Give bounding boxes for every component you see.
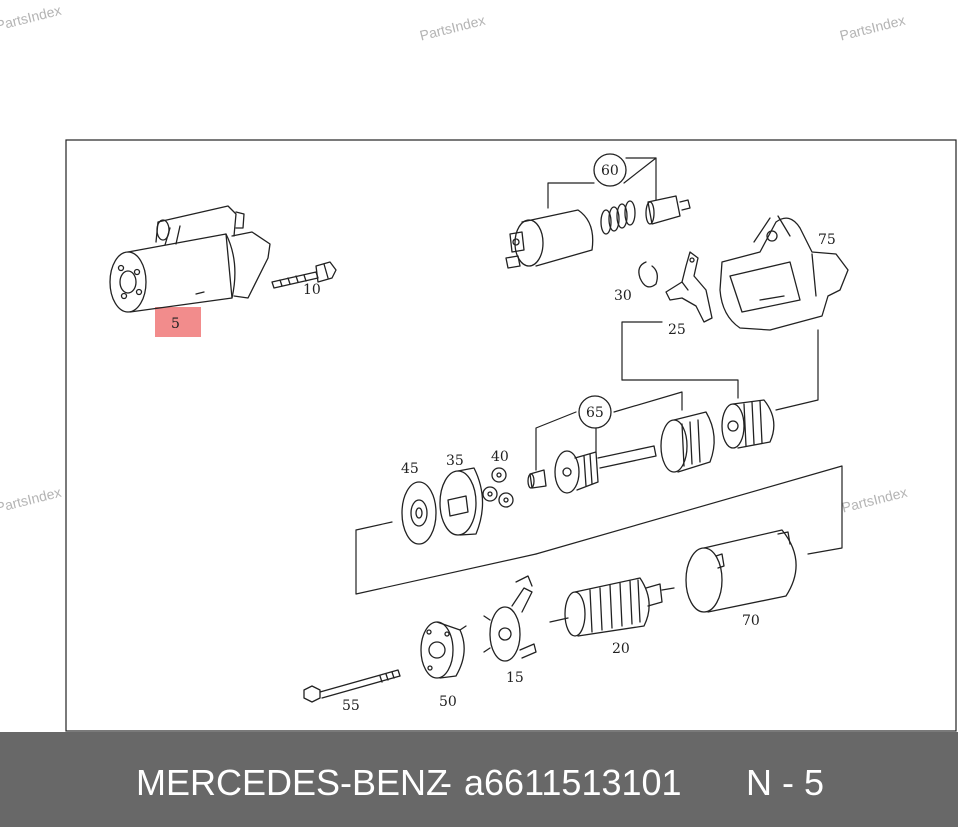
part-label-60[interactable]: 60 (601, 163, 619, 179)
starter-motor-assembly[interactable] (109, 205, 271, 313)
callout-circle-60 (593, 153, 627, 187)
armature-20[interactable] (549, 577, 675, 637)
part-label-15[interactable]: 15 (506, 670, 524, 686)
part-label-20[interactable]: 20 (612, 641, 630, 657)
part-label-30[interactable]: 30 (614, 288, 632, 304)
exploded-parts-diagram: 5 10 60 75 30 25 65 45 35 40 70 20 15 50… (65, 139, 957, 732)
part-label-10[interactable]: 10 (303, 282, 321, 298)
solenoid-60[interactable] (505, 209, 594, 269)
planet-gears-40[interactable] (482, 467, 514, 508)
drive-end-housing-75[interactable] (719, 215, 849, 331)
through-bolt-55[interactable] (303, 669, 401, 703)
end-plate-50[interactable] (420, 621, 467, 679)
pinion-gear-65[interactable] (721, 399, 775, 449)
planet-carrier-35[interactable] (439, 467, 484, 536)
part-label-40[interactable]: 40 (491, 449, 509, 465)
part-label-45[interactable]: 45 (401, 461, 419, 477)
overrunning-clutch-65[interactable] (660, 411, 715, 473)
leader-lines (355, 157, 843, 595)
footer-bar: MERCEDES-BENZ - a6611513101 N - 5 (0, 732, 958, 827)
part-label-35[interactable]: 35 (446, 453, 464, 469)
part-label-75[interactable]: 75 (818, 232, 836, 248)
footer-separator: - (440, 762, 452, 803)
callout-circle-65 (578, 395, 612, 429)
plunger-60[interactable] (645, 195, 691, 225)
part-label-65[interactable]: 65 (586, 405, 604, 421)
fork-lever-25[interactable] (665, 251, 713, 323)
part-label-50[interactable]: 50 (439, 694, 457, 710)
part-label-55[interactable]: 55 (342, 698, 360, 714)
part-label-25[interactable]: 25 (668, 322, 686, 338)
part-label-5[interactable]: 5 (171, 316, 180, 332)
field-frame-70[interactable] (685, 529, 797, 613)
circlip-30[interactable] (638, 261, 658, 288)
sleeve-65[interactable] (527, 469, 547, 489)
spring-60[interactable] (600, 200, 636, 235)
brush-holder-15[interactable] (483, 575, 537, 662)
end-cover-45[interactable] (401, 481, 437, 545)
diagram-frame (65, 139, 957, 732)
position-code: N - 5 (746, 762, 825, 803)
brand-name: MERCEDES-BENZ (136, 762, 449, 803)
part-label-70[interactable]: 70 (742, 613, 760, 629)
part-5-highlight[interactable] (155, 307, 201, 337)
bolt-10[interactable] (271, 261, 337, 289)
drive-shaft-65[interactable] (554, 445, 657, 494)
part-number: a6611513101 (464, 762, 682, 803)
